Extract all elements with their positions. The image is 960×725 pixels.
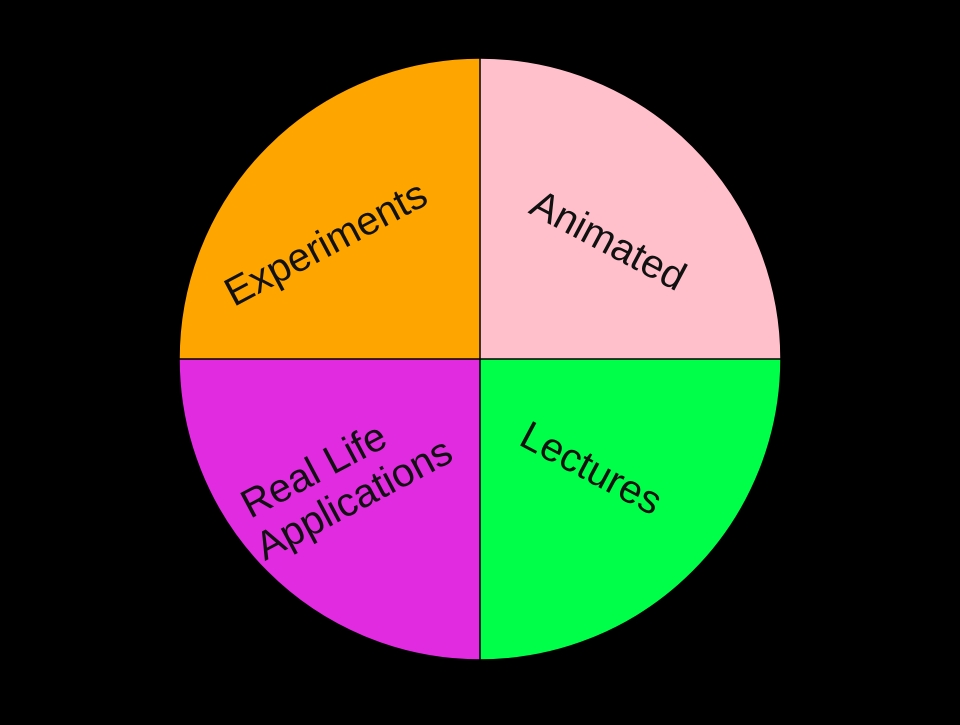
slice-lectures bbox=[480, 359, 781, 660]
slice-real-life-applications bbox=[179, 359, 480, 660]
slice-animated bbox=[480, 58, 781, 359]
pie-outline bbox=[178, 57, 782, 661]
slice-experiments bbox=[179, 58, 480, 359]
